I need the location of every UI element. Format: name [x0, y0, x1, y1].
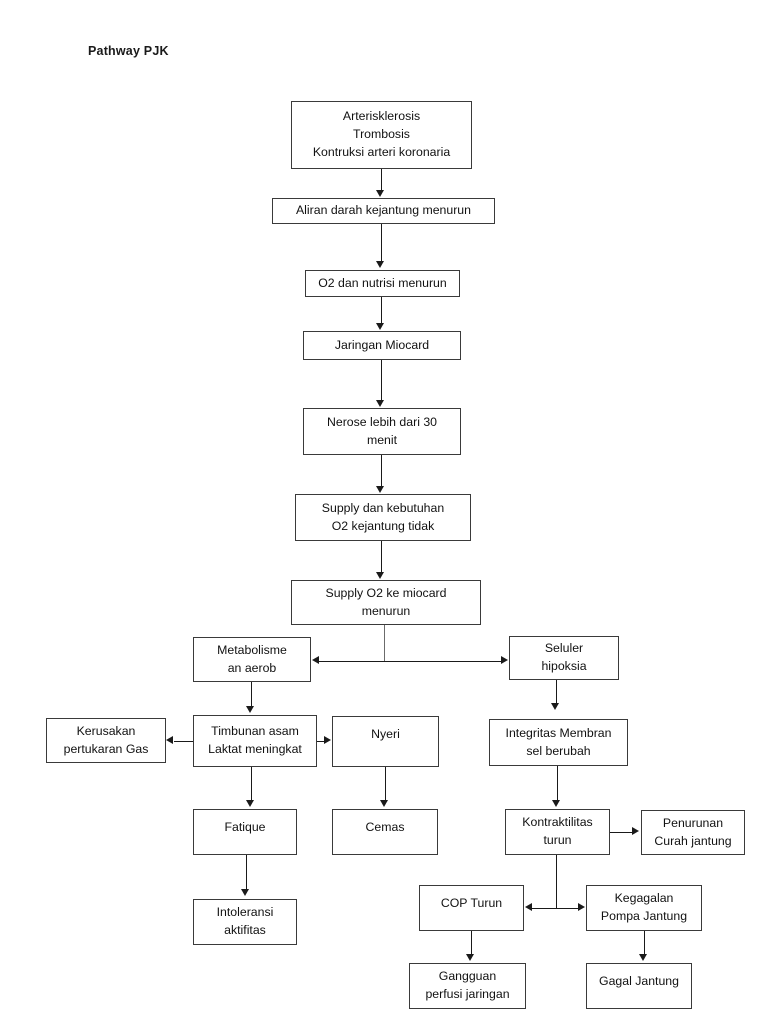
node-penurunan-curah-jantung[interactable]: Penurunan Curah jantung [641, 810, 745, 855]
connector-cop-kegagalan-line [532, 908, 579, 909]
node-intoleransi-aktifitas[interactable]: Intoleransi aktifitas [193, 899, 297, 945]
arrowhead-supplykebutuhan-to-supplyo2 [376, 572, 385, 579]
node-supply-kebutuhan[interactable]: Supply dan kebutuhan O2 kejantung tidak [295, 494, 471, 541]
connector-jaringan-to-nerose [381, 360, 382, 401]
connector-metabolisme-seluler-line [319, 661, 502, 662]
arrowhead-seluler-to-integritas [551, 703, 560, 710]
node-kerusakan-pertukaran-gas[interactable]: Kerusakan pertukaran Gas [46, 718, 166, 763]
arrowhead-o2nutrisi-to-jaringan [376, 323, 385, 330]
arrowhead-metabolisme-to-timbunan [246, 706, 255, 713]
connector-arteriosklerosis-to-aliran [381, 169, 382, 191]
connector-metabolisme-to-timbunan [251, 682, 252, 707]
connector-copturun-to-gangguan [471, 931, 472, 955]
connector-timbunan-to-nyeri [317, 741, 325, 742]
node-seluler-hipoksia[interactable]: Seluler hipoksia [509, 636, 619, 680]
connector-supplyo2-stub [384, 625, 385, 662]
node-o2-nutrisi[interactable]: O2 dan nutrisi menurun [305, 270, 460, 297]
connector-seluler-to-integritas [556, 680, 557, 704]
connector-supplykebutuhan-to-supplyo2 [381, 541, 382, 573]
connector-o2nutrisi-to-jaringan [381, 297, 382, 324]
connector-kontraktilitas-stub [556, 855, 557, 908]
arrowhead-fatique-to-intoleransi [241, 889, 250, 896]
connector-nyeri-to-cemas [385, 767, 386, 801]
node-jaringan-miocard[interactable]: Jaringan Miocard [303, 331, 461, 360]
node-timbunan-asam-laktat[interactable]: Timbunan asam Laktat meningkat [193, 715, 317, 767]
node-integritas-membran[interactable]: Integritas Membran sel berubah [489, 719, 628, 766]
node-gangguan-perfusi-jaringan[interactable]: Gangguan perfusi jaringan [409, 963, 526, 1009]
connector-nerose-to-supplykebutuhan [381, 455, 382, 487]
arrowhead-arteriosklerosis-to-aliran [376, 190, 385, 197]
arrowhead-split-left [312, 656, 319, 665]
node-kontraktilitas-turun[interactable]: Kontraktilitas turun [505, 809, 610, 855]
arrowhead-cop-split-left [525, 903, 532, 912]
connector-kontraktilitas-to-penurunan [610, 832, 633, 833]
node-cop-turun[interactable]: COP Turun [419, 885, 524, 931]
arrowhead-aliran-to-o2nutrisi [376, 261, 385, 268]
node-supply-o2-miocard[interactable]: Supply O2 ke miocard menurun [291, 580, 481, 625]
node-arteriosklerosis[interactable]: Arterisklerosis Trombosis Kontruksi arte… [291, 101, 472, 169]
node-fatique[interactable]: Fatique [193, 809, 297, 855]
arrowhead-jaringan-to-nerose [376, 400, 385, 407]
node-aliran-darah[interactable]: Aliran darah kejantung menurun [272, 198, 495, 224]
arrowhead-nyeri-to-cemas [380, 800, 389, 807]
arrowhead-split-right [501, 656, 508, 665]
node-cemas[interactable]: Cemas [332, 809, 438, 855]
connector-timbunan-to-kerusakan [174, 741, 193, 742]
connector-integritas-to-kontraktilitas [557, 766, 558, 801]
page-title: Pathway PJK [88, 44, 169, 58]
arrowhead-timbunan-to-kerusakan [166, 736, 173, 745]
arrowhead-timbunan-to-nyeri [324, 736, 331, 745]
arrowhead-kegagalan-to-gagaljantung [639, 954, 648, 961]
arrowhead-cop-split-right [578, 903, 585, 912]
arrowhead-integritas-to-kontraktilitas [552, 800, 561, 807]
node-kegagalan-pompa-jantung[interactable]: Kegagalan Pompa Jantung [586, 885, 702, 931]
arrowhead-copturun-to-gangguan [466, 954, 475, 961]
connector-aliran-to-o2nutrisi [381, 224, 382, 262]
arrowhead-kontraktilitas-to-penurunan [632, 827, 639, 836]
node-nerose[interactable]: Nerose lebih dari 30 menit [303, 408, 461, 455]
connector-timbunan-to-fatique [251, 767, 252, 801]
arrowhead-timbunan-to-fatique [246, 800, 255, 807]
node-metabolisme-an-aerob[interactable]: Metabolisme an aerob [193, 637, 311, 682]
node-nyeri[interactable]: Nyeri [332, 716, 439, 767]
arrowhead-nerose-to-supplykebutuhan [376, 486, 385, 493]
node-gagal-jantung[interactable]: Gagal Jantung [586, 963, 692, 1009]
connector-fatique-to-intoleransi [246, 855, 247, 890]
connector-kegagalan-to-gagaljantung [644, 931, 645, 955]
